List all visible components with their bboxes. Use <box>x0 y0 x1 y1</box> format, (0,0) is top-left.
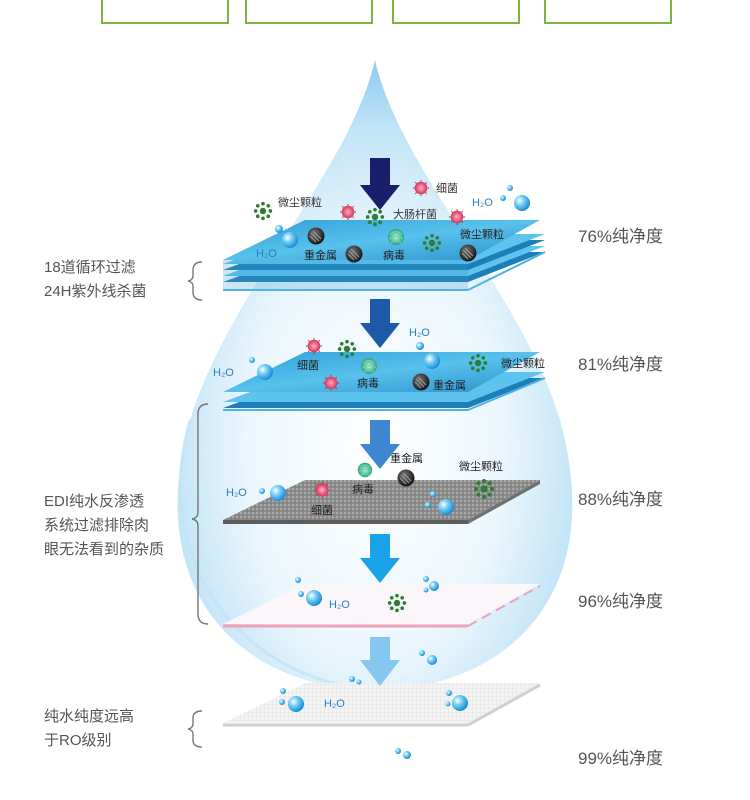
filter-layer-5 <box>223 683 540 725</box>
dust-particle-icon <box>338 340 356 358</box>
bacteria-icon <box>413 180 429 196</box>
purity-label-1: 76%纯净度 <box>578 222 663 247</box>
side-label-line: 纯水纯度远高 <box>44 705 134 729</box>
bacteria-icon <box>449 209 465 225</box>
side-label-line: 24H紫外线杀菌 <box>44 280 147 304</box>
label-h2o: H₂O <box>324 698 345 710</box>
label-dust: 微尘颗粒 <box>459 459 503 473</box>
dust-particle-icon <box>423 234 441 252</box>
purity-label-4: 96%纯净度 <box>578 587 663 612</box>
purity-label-5: 99%纯净度 <box>578 744 663 769</box>
label-h2o: H₂O <box>226 487 247 499</box>
label-dust-2: 微尘颗粒 <box>460 227 504 241</box>
dust-particle-icon <box>469 354 487 372</box>
label-virus: 病毒 <box>357 376 379 390</box>
dust-particle-icon <box>366 208 384 226</box>
side-label-line: 眼无法看到的杂质 <box>44 538 164 562</box>
side-label-line: 系统过滤排除肉 <box>44 514 164 538</box>
heavy-metal-icon <box>308 228 325 245</box>
label-bacteria: 细菌 <box>297 359 319 372</box>
side-label-line: 于RO级别 <box>44 729 134 753</box>
bracket-1 <box>188 262 202 300</box>
virus-icon <box>388 229 404 245</box>
virus-icon <box>358 463 372 477</box>
bacteria-icon <box>323 375 339 391</box>
label-virus: 病毒 <box>352 482 374 496</box>
bacteria-icon <box>306 338 322 354</box>
side-label-line: EDI纯水反渗透 <box>44 490 164 514</box>
label-h2o: H₂O <box>472 197 493 209</box>
bacteria-icon <box>340 204 356 220</box>
label-h2o-2: H₂O <box>409 327 430 339</box>
side-label-group3: 纯水纯度远高 于RO级别 <box>44 705 134 753</box>
heavy-metal-icon <box>346 246 363 263</box>
label-h2o-2: H₂O <box>256 248 277 260</box>
virus-icon <box>361 358 377 374</box>
heavy-metal-icon <box>398 470 415 487</box>
label-dust: 微尘颗粒 <box>278 195 322 209</box>
heavy-metal-icon <box>413 374 430 391</box>
dust-particle-icon <box>474 479 494 499</box>
heavy-metal-icon <box>460 245 477 262</box>
bacteria-icon <box>314 482 330 498</box>
label-bacteria: 细菌 <box>436 182 458 195</box>
label-dust: 微尘颗粒 <box>501 356 545 370</box>
label-metal: 重金属 <box>433 378 466 392</box>
label-bacteria: 细菌 <box>311 504 333 517</box>
label-h2o: H₂O <box>213 367 234 379</box>
side-label-line: 18道循环过滤 <box>44 256 147 280</box>
bracket-3 <box>188 711 202 747</box>
label-h2o: H₂O <box>329 599 350 611</box>
purity-label-3: 88%纯净度 <box>578 485 663 510</box>
purity-label-2: 81%纯净度 <box>578 350 663 375</box>
dust-particle-icon <box>254 202 272 220</box>
dust-particle-icon <box>388 594 406 612</box>
label-ecoli: 大肠杆菌 <box>393 207 437 221</box>
label-virus: 病毒 <box>383 248 405 262</box>
label-metal: 重金属 <box>304 248 337 262</box>
label-metal: 重金属 <box>390 451 423 465</box>
side-label-group1: 18道循环过滤 24H紫外线杀菌 <box>44 256 147 304</box>
side-label-group2: EDI纯水反渗透 系统过滤排除肉 眼无法看到的杂质 <box>44 490 164 562</box>
